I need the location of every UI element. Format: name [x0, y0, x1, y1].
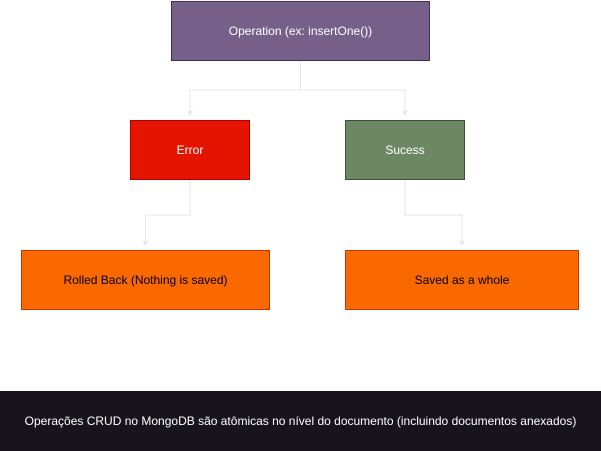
caption-bar: Operações CRUD no MongoDB são atômicas n… [0, 391, 601, 451]
connector-root-to-success [300, 61, 408, 116]
success-node: Sucess [345, 120, 465, 180]
caption-text: Operações CRUD no MongoDB são atômicas n… [24, 414, 577, 428]
rolled-back-node-label: Rolled Back (Nothing is saved) [63, 272, 228, 287]
error-node-label: Error [176, 142, 204, 157]
error-node: Error [130, 120, 250, 180]
connector-root-to-error [187, 61, 301, 116]
saved-node: Saved as a whole [345, 250, 579, 310]
success-node-label: Sucess [385, 142, 425, 157]
connector-success-to-saved [404, 180, 465, 246]
operation-node-label: Operation (ex: insertOne()) [228, 23, 373, 38]
connector-error-to-rolled-back [142, 180, 191, 246]
rolled-back-node: Rolled Back (Nothing is saved) [21, 250, 270, 310]
operation-node: Operation (ex: insertOne()) [171, 1, 430, 61]
saved-node-label: Saved as a whole [414, 272, 510, 287]
